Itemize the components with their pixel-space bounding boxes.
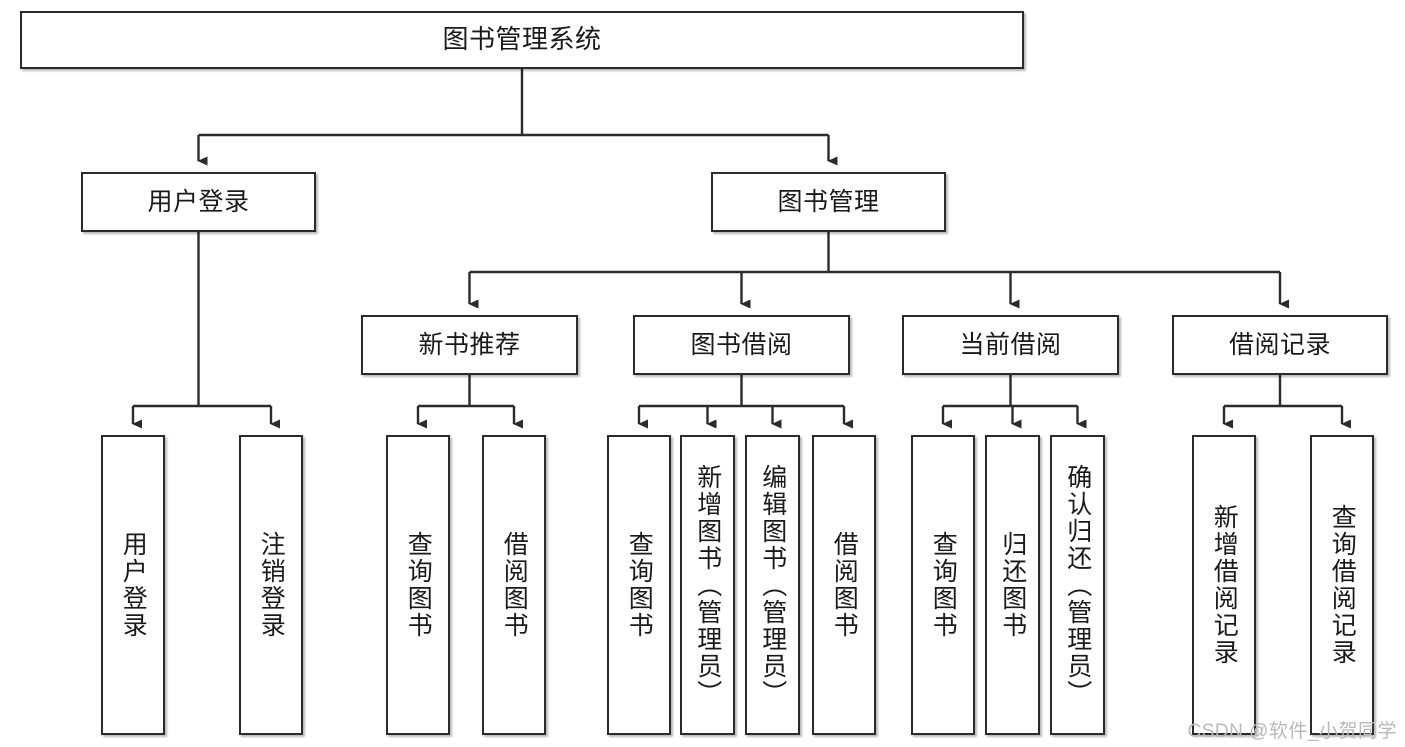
node-leaf-query-book-3[interactable]: 查询图书 — [911, 435, 975, 735]
node-leaf-logout-login[interactable]: 注销登录 — [239, 435, 303, 735]
node-current-borrow[interactable]: 当前借阅 — [902, 315, 1119, 375]
node-leaf-add-record-label: 新增借阅记录 — [1210, 504, 1239, 666]
node-book-manage-label: 图书管理 — [777, 187, 880, 216]
node-borrow-record[interactable]: 借阅记录 — [1172, 315, 1388, 375]
node-leaf-query-book-2-label: 查询图书 — [625, 531, 654, 639]
node-leaf-query-book-1-label: 查询图书 — [404, 531, 433, 639]
node-leaf-query-book-3-label: 查询图书 — [929, 531, 958, 639]
node-leaf-add-book[interactable]: 新增图书（管理员） — [680, 435, 735, 735]
node-leaf-borrow-book-1-label: 借阅图书 — [500, 531, 529, 639]
node-leaf-query-record-label: 查询借阅记录 — [1328, 504, 1357, 666]
node-leaf-query-record[interactable]: 查询借阅记录 — [1310, 435, 1374, 735]
node-leaf-edit-book-label: 编辑图书（管理员） — [758, 463, 787, 707]
node-leaf-edit-book[interactable]: 编辑图书（管理员） — [745, 435, 800, 735]
node-leaf-return-book-label: 归还图书 — [998, 531, 1027, 639]
node-new-book-rec-label: 新书推荐 — [418, 330, 521, 359]
node-borrow-record-label: 借阅记录 — [1228, 330, 1331, 359]
node-leaf-add-record[interactable]: 新增借阅记录 — [1192, 435, 1256, 735]
node-root[interactable]: 图书管理系统 — [20, 11, 1024, 69]
node-leaf-borrow-book-1[interactable]: 借阅图书 — [482, 435, 546, 735]
node-leaf-add-book-label: 新增图书（管理员） — [693, 463, 722, 707]
node-leaf-return-book[interactable]: 归还图书 — [985, 435, 1040, 735]
node-leaf-borrow-book-2[interactable]: 借阅图书 — [812, 435, 876, 735]
node-leaf-borrow-book-2-label: 借阅图书 — [830, 531, 859, 639]
node-leaf-user-login-label: 用户登录 — [119, 531, 148, 639]
node-new-book-rec[interactable]: 新书推荐 — [361, 315, 578, 375]
node-root-label: 图书管理系统 — [442, 24, 602, 55]
node-leaf-logout-login-label: 注销登录 — [257, 531, 286, 639]
node-leaf-confirm-return[interactable]: 确认归还（管理员） — [1050, 435, 1105, 735]
node-user-login[interactable]: 用户登录 — [81, 172, 316, 232]
node-leaf-query-book-1[interactable]: 查询图书 — [386, 435, 450, 735]
node-book-borrow[interactable]: 图书借阅 — [633, 315, 850, 375]
node-leaf-confirm-return-label: 确认归还（管理员） — [1063, 463, 1092, 707]
node-current-borrow-label: 当前借阅 — [959, 330, 1062, 359]
node-leaf-user-login[interactable]: 用户登录 — [101, 435, 165, 735]
node-leaf-query-book-2[interactable]: 查询图书 — [607, 435, 671, 735]
node-book-manage[interactable]: 图书管理 — [711, 172, 946, 232]
node-book-borrow-label: 图书借阅 — [690, 330, 793, 359]
node-user-login-label: 用户登录 — [147, 187, 250, 216]
